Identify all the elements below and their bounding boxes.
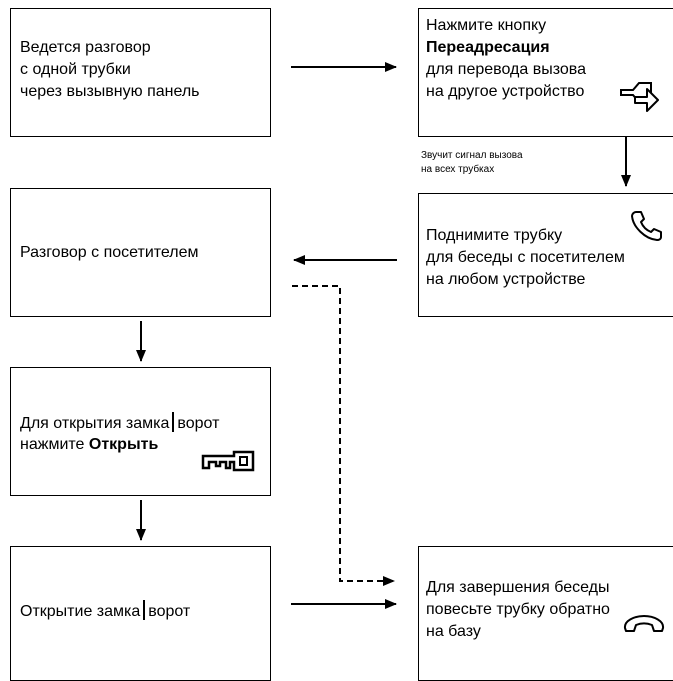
step-text-talk-one-handset-2: с одной трубки	[20, 61, 131, 78]
step-text-hang-up-3: на базу	[426, 623, 481, 640]
step-text-talk-one-handset-1: Ведется разговор	[20, 39, 151, 56]
step-text-open-lock-2: нажмите Открыть	[20, 434, 158, 456]
step-text-pick-up-3: на любом устройстве	[426, 271, 586, 288]
step-text-open-button-name: Открыть	[88, 436, 159, 453]
step-text-hang-up-2: повесьте трубку обратно	[426, 601, 610, 618]
step-text-lock-opening-b: ворот	[148, 603, 191, 620]
step-text-open-lock-2-prefix: нажмите	[20, 436, 89, 453]
dashed-arrow-to-b7	[292, 285, 395, 586]
separator-bar	[172, 412, 175, 432]
step-text-pick-up-1: Поднимите трубку	[426, 227, 563, 244]
step-box-hang-up	[418, 546, 673, 681]
step-text-lock-opening-a: Открытие замка	[20, 603, 141, 620]
step-text-press-redirect-3: для перевода вызова	[426, 61, 586, 78]
step-text-open-lock-1b: ворот	[177, 415, 220, 432]
step-text-lock-opening: Открытие замка ворот	[20, 600, 190, 623]
step-box-lock-opening	[10, 546, 271, 681]
step-text-talk-one-handset-3: через вызывную панель	[20, 83, 200, 100]
step-text-press-redirect-4: на другое устройство	[426, 83, 585, 100]
hang-up-icon	[623, 615, 665, 632]
step-box-talk-visitor	[10, 188, 271, 317]
key-icon	[201, 450, 255, 472]
step-text-pick-up-2: для беседы с посетителем	[426, 249, 625, 266]
step-text-redirect-button-name: Переадресация	[426, 39, 550, 56]
phone-handset-icon	[631, 211, 662, 241]
redirect-icon	[620, 82, 659, 112]
step-text-press-redirect-1: Нажмите кнопку	[426, 17, 547, 34]
step-text-talk-visitor: Разговор с посетителем	[20, 244, 199, 261]
step-box-press-redirect	[418, 8, 673, 137]
step-box-pick-up	[418, 193, 673, 317]
note-ring-all-2: на всех трубках	[421, 164, 495, 175]
step-text-open-lock-1a: Для открытия замка	[20, 415, 170, 432]
separator-bar	[143, 600, 146, 620]
step-box-open-lock	[10, 367, 271, 496]
note-ring-all-1: Звучит сигнал вызова	[421, 150, 523, 161]
step-text-hang-up-1: Для завершения беседы	[426, 579, 610, 596]
step-text-open-lock-1: Для открытия замка ворот	[20, 412, 219, 435]
step-box-talk-one-handset	[10, 8, 271, 137]
